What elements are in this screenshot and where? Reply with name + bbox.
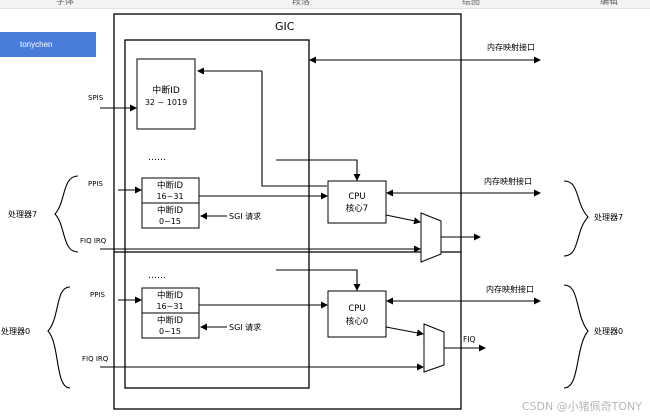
sgi0-id-range: 0~15 <box>159 327 181 336</box>
toolbar-tab-edit[interactable]: 编辑 <box>600 0 619 7</box>
brace-right-0 <box>563 284 589 389</box>
ppi0-id-range: 16~31 <box>156 302 183 311</box>
mux-0 <box>423 323 445 373</box>
fiq-irq-label-0: FIQ IRQ <box>82 355 109 363</box>
brace-left-0 <box>47 286 71 389</box>
spi-to-cpu7 <box>276 159 361 181</box>
ppi0-id-label: 中断ID <box>157 290 184 301</box>
ellipsis-7: …… <box>148 153 166 163</box>
sgi7-request-label: SGI 请求 <box>229 211 261 221</box>
spi-id-block <box>136 58 196 130</box>
spis-label: SPIS <box>88 94 104 102</box>
cpu7-to-mux <box>385 214 421 225</box>
cpu7-core-label: 核心7 <box>346 203 368 214</box>
ppi7-id-range: 16~31 <box>156 192 183 201</box>
mem-iface-label-7: 内存映射接口 <box>484 176 532 186</box>
toolbar-tab-paragraph[interactable]: 段落 <box>292 0 311 7</box>
cpu0-label: CPU <box>348 304 365 314</box>
sgi0-request-label: SGI 请求 <box>229 322 261 332</box>
fiq-irq-label-7: FIQ IRQ <box>80 237 107 245</box>
processor7-right-label: 处理器7 <box>594 212 623 222</box>
spi-id-range: 32 ~ 1019 <box>145 98 187 107</box>
spi-id-label: 中断ID <box>152 84 180 96</box>
sgi-id-block-0 <box>141 312 200 339</box>
sgi7-id-label: 中断ID <box>157 205 184 216</box>
processor0-right-label: 处理器0 <box>594 326 623 336</box>
cpu-core-7-block <box>327 180 387 224</box>
ellipsis-0: …… <box>148 271 166 281</box>
distributor-box <box>124 39 310 389</box>
mem-iface-label-gic: 内存映射接口 <box>487 42 535 52</box>
sgi-id-block-7 <box>141 202 200 229</box>
sgi7-id-range: 0~15 <box>159 217 181 226</box>
cpu0-to-mux <box>385 326 424 337</box>
mem-iface-label-0: 内存映射接口 <box>486 284 534 294</box>
ppis-label-0: PPIS <box>90 291 106 299</box>
toolbar-tab-drawing[interactable]: 绘图 <box>462 0 481 7</box>
user-tag[interactable]: tonychen <box>0 32 96 57</box>
gic-outer-box <box>113 13 462 410</box>
cpu7-label: CPU <box>348 192 365 202</box>
sgi0-id-label: 中断ID <box>157 315 184 326</box>
spi-to-cpu0 <box>276 269 361 291</box>
csdn-watermark: CSDN @小猪佩奇TONY <box>521 400 642 413</box>
processor0-left-label: 处理器0 <box>1 326 30 336</box>
ppi7-id-label: 中断ID <box>157 180 184 191</box>
toolbar-strip: 字体 段落 绘图 编辑 <box>0 0 650 9</box>
cpu0-core-label: 核心0 <box>346 316 368 327</box>
processor7-left-label: 处理器7 <box>8 209 37 219</box>
fiq-output-label: FIQ <box>463 335 476 344</box>
mux-7 <box>420 212 442 263</box>
spi-route-7 <box>261 71 327 187</box>
brace-left-7 <box>54 175 79 253</box>
brace-right-7 <box>563 180 589 257</box>
gic-title: GIC <box>275 20 295 33</box>
ppis-label-7: PPIS <box>88 180 104 188</box>
toolbar-tab-font[interactable]: 字体 <box>56 0 75 7</box>
cpu-core-0-block <box>327 290 387 338</box>
